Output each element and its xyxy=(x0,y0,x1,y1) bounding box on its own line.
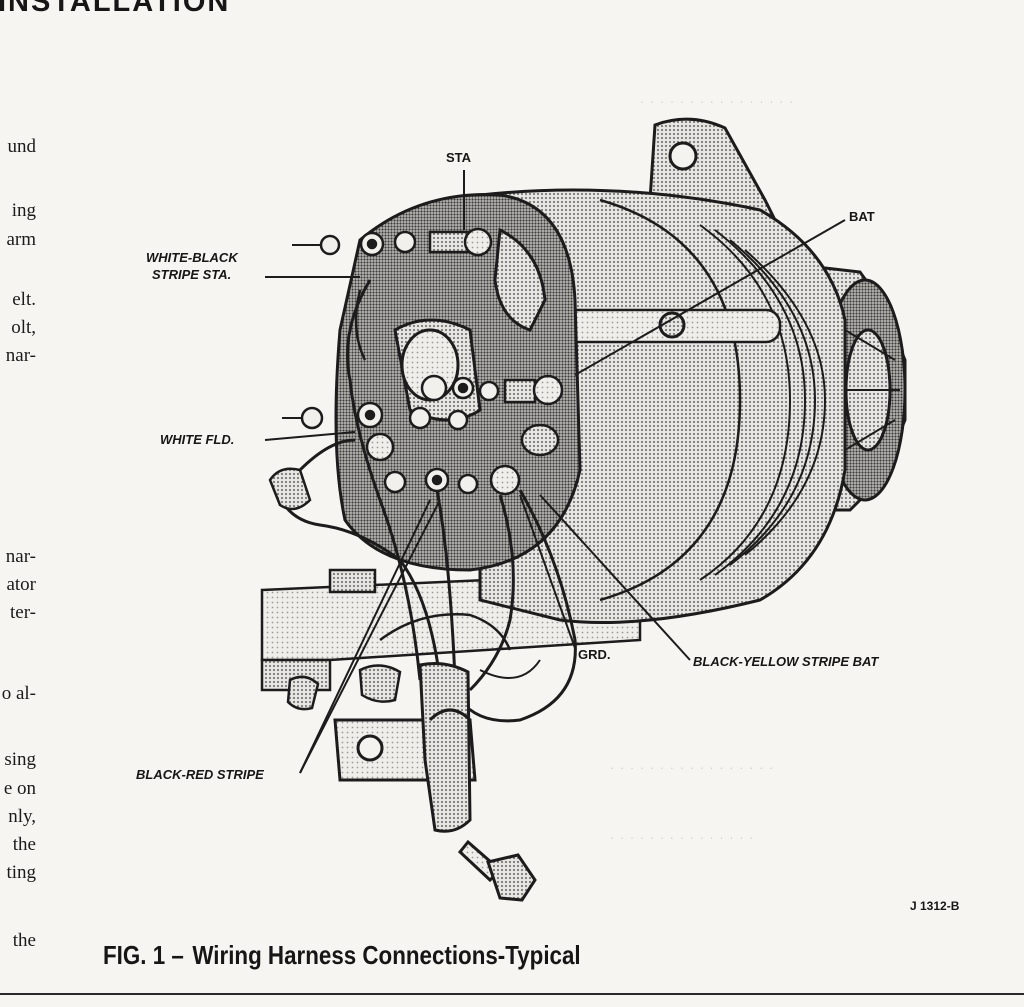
margin-text-line: elt. xyxy=(12,289,36,310)
margin-text-line: the xyxy=(12,930,36,951)
callout-leaders xyxy=(264,170,846,774)
bleed-through-text: · · · · · · · · · · · · · · · · xyxy=(640,94,795,109)
margin-text-line: sing xyxy=(4,749,36,770)
margin-text-line: olt, xyxy=(11,317,36,338)
label-black-yellow-stripe-bat: BLACK-YELLOW STRIPE BAT xyxy=(693,654,879,669)
margin-text-line: und xyxy=(7,136,37,157)
label-grd: GRD. xyxy=(578,647,611,662)
label-line-2: STRIPE STA. xyxy=(152,267,232,282)
margin-text-line: o al- xyxy=(1,683,36,704)
wiring-harness xyxy=(273,279,577,723)
caption-title: Wiring Harness Connections-Typical xyxy=(192,940,581,970)
margin-text-line: e on xyxy=(3,778,36,799)
label-line-1: WHITE-BLACK xyxy=(146,250,238,265)
figure-caption: FIG. 1 – Wiring Harness Connections-Typic… xyxy=(103,940,581,971)
label-white-fld: WHITE FLD. xyxy=(160,432,235,447)
margin-text-line: nar- xyxy=(5,546,36,567)
margin-text-line: arm xyxy=(6,229,36,250)
figure-id: J 1312-B xyxy=(910,899,960,913)
margin-text-line: ing xyxy=(11,200,36,221)
margin-text-line: ting xyxy=(6,862,36,883)
bottom-rule xyxy=(0,993,1024,995)
margin-text-line: ator xyxy=(6,574,36,595)
label-sta: STA xyxy=(446,150,472,165)
margin-text-line: nly, xyxy=(8,806,36,827)
section-heading: INSTALLATION xyxy=(0,0,231,18)
mounting-bolt xyxy=(457,839,537,902)
bleed-through-text: · · · · · · · · · · · · · · · xyxy=(610,830,755,845)
bleed-through-text: · · · · · · · · · · · · · · · · · xyxy=(610,760,775,775)
margin-text-line: ter- xyxy=(10,602,36,623)
label-black-red-stripe: BLACK-RED STRIPE xyxy=(136,767,264,782)
harness-clip xyxy=(333,662,477,833)
label-white-black-stripe-sta: WHITE-BLACK STRIPE STA. xyxy=(146,249,238,283)
caption-number: FIG. 1 – xyxy=(103,940,184,970)
wire-connector-sleeve xyxy=(268,467,402,711)
margin-text-line: nar- xyxy=(5,345,36,366)
terminal-studs xyxy=(300,227,564,496)
margin-text-line: the xyxy=(12,834,36,855)
label-bat: BAT xyxy=(849,209,875,224)
